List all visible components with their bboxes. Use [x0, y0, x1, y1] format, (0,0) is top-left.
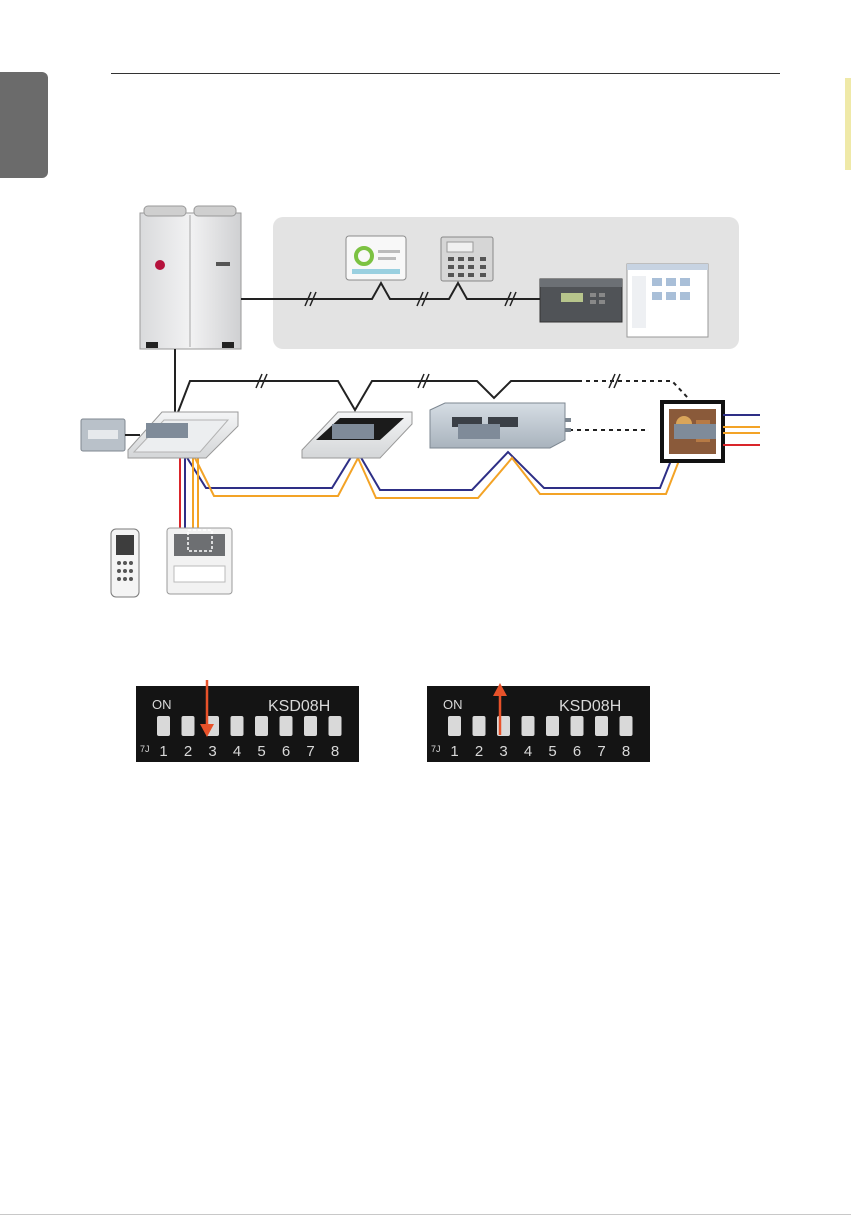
dip-on-label: ON [443, 697, 463, 712]
dip-toggle [620, 716, 633, 736]
dip-toggle [546, 716, 559, 736]
dip-number: 8 [622, 743, 630, 760]
brand-logo [155, 260, 165, 270]
dip-number: 4 [524, 743, 532, 760]
pc-software-screen [627, 264, 708, 337]
dip-model-label: KSD08H [559, 698, 621, 715]
dip-number: 7 [597, 743, 605, 760]
dip-number: 3 [499, 743, 507, 760]
unit-label-box [332, 424, 374, 439]
dip-toggle [182, 716, 195, 736]
dip-toggle [255, 716, 268, 736]
indoor-unit-art-cool [662, 402, 760, 461]
dip-toggle [157, 716, 170, 736]
dip-number: 3 [208, 743, 216, 760]
dip-number: 7 [306, 743, 314, 760]
dip-number: 8 [331, 743, 339, 760]
indoor-unit-4way-cassette [128, 412, 238, 458]
dip-number: 6 [573, 743, 581, 760]
dip-number: 5 [548, 743, 556, 760]
dip-on-label: ON [152, 697, 172, 712]
dip-toggle [304, 716, 317, 736]
dip-toggle [448, 716, 461, 736]
wired-remote-controller [167, 528, 232, 594]
unit-label-box [674, 424, 716, 439]
dip-corner-mark: 7J [140, 744, 150, 754]
dip-toggle [329, 716, 342, 736]
indoor-unit-duct [430, 403, 571, 448]
dip-number: 2 [184, 743, 192, 760]
dip-number: 4 [233, 743, 241, 760]
wireless-remote [111, 529, 139, 597]
dip-toggle [280, 716, 293, 736]
dip-toggle [522, 716, 535, 736]
dip-model-label: KSD08H [268, 698, 330, 715]
outdoor-unit [140, 206, 241, 349]
dip-toggle [571, 716, 584, 736]
dip-number: 5 [257, 743, 265, 760]
dip-number: 2 [475, 743, 483, 760]
dip-toggle [231, 716, 244, 736]
dip-toggle [595, 716, 608, 736]
unit-label-box [458, 424, 500, 439]
indoor-unit-cassette-2 [302, 412, 412, 458]
dip-number: 1 [450, 743, 458, 760]
dip-number: 1 [159, 743, 167, 760]
touch-central-controller [346, 236, 406, 280]
ac-smart-controller [441, 237, 493, 281]
dip-corner-mark: 7J [431, 744, 441, 754]
dip-number: 6 [282, 743, 290, 760]
unit-label-box [146, 423, 188, 438]
dip-toggle [473, 716, 486, 736]
bms-gateway [540, 279, 622, 322]
